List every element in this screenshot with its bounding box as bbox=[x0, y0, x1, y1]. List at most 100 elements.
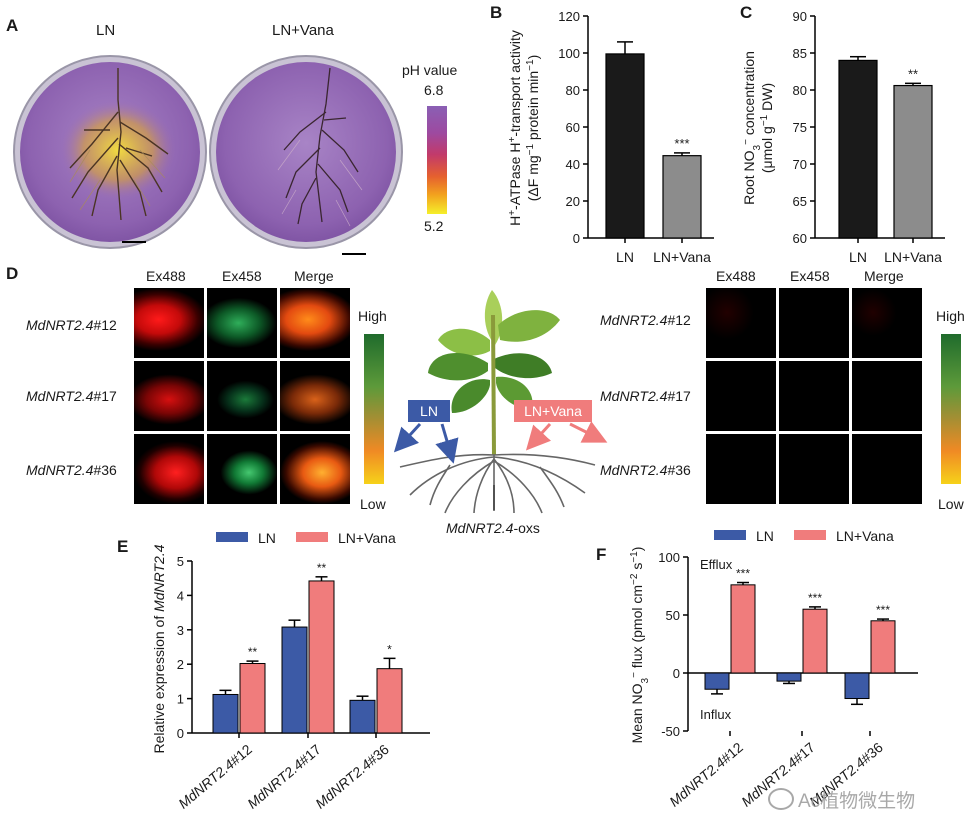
line-label-12-left: MdNRT2.4#12 bbox=[26, 317, 117, 333]
chart-f-significance: *** bbox=[736, 567, 750, 581]
chart-e-y-tick-label: 2 bbox=[177, 657, 184, 672]
micrograph-vana-12-ex488 bbox=[706, 288, 776, 358]
petri-dishes-image bbox=[13, 55, 403, 255]
chart-c-y-tick-label: 70 bbox=[793, 157, 807, 172]
scale-high-right: High bbox=[936, 308, 965, 324]
chart-e-y-tick-label: 5 bbox=[177, 554, 184, 569]
panel-d-letter: D bbox=[6, 264, 19, 283]
chart-e-x-tick-label: MdNRT2.4#36 bbox=[312, 741, 392, 812]
chart-e-x-tick-label: MdNRT2.4#17 bbox=[244, 741, 324, 812]
micrograph-vana-36-merge bbox=[852, 434, 922, 504]
micrograph-ln-12-ex458 bbox=[207, 288, 277, 358]
chart-b-y-tick-label: 40 bbox=[566, 157, 580, 172]
chart-e-significance: ** bbox=[248, 645, 258, 659]
micrograph-vana-17-merge bbox=[852, 361, 922, 431]
chart-e-y-tick-label: 0 bbox=[177, 726, 184, 741]
plant-roots bbox=[399, 453, 596, 514]
ph-colorbar-top: 6.8 bbox=[424, 82, 444, 98]
chart-c-y-tick-label: 80 bbox=[793, 83, 807, 98]
micrograph-ln-36-ex488 bbox=[134, 434, 204, 504]
chart-e-x-tick-text: MdNRT2.4#12 bbox=[175, 741, 255, 812]
chart-e-legend-swatch bbox=[296, 532, 328, 542]
chart-f-x-tick-text: MdNRT2.4#12 bbox=[666, 739, 746, 810]
chart-c-ylabel-line1: Root NO3− concentration bbox=[741, 51, 763, 205]
treatment-tag-ln: LN bbox=[408, 400, 450, 422]
chart-c-bar bbox=[838, 59, 878, 239]
chart-b-y-axis-title: H+-ATPase H+-transport activity(ΔF mg−1 … bbox=[507, 30, 542, 226]
chart-f-legend-label: LN+Vana bbox=[836, 528, 894, 544]
dish-label-ln-vana: LN+Vana bbox=[272, 22, 334, 39]
channel-header-ex488-left: Ex488 bbox=[146, 268, 186, 284]
chart-b-bar bbox=[662, 155, 702, 239]
chart-f-legend-swatch bbox=[794, 530, 826, 540]
ph-colorbar-bottom: 5.2 bbox=[424, 218, 444, 234]
chart-e-bar bbox=[281, 626, 308, 734]
chart-f-significance: *** bbox=[876, 603, 890, 617]
scale-low-left: Low bbox=[360, 496, 386, 512]
chart-c-y-tick-label: 65 bbox=[793, 194, 807, 209]
chart-e-ylabel: Relative expression of MdNRT2.4 bbox=[151, 544, 167, 753]
scale-low-right: Low bbox=[938, 496, 964, 512]
micrograph-ln-17-merge bbox=[280, 361, 350, 431]
chart-b-bar bbox=[605, 53, 645, 239]
chart-e-bar bbox=[212, 693, 239, 734]
line-label-36-left: MdNRT2.4#36 bbox=[26, 462, 117, 478]
chart-b-x-tick-label: LN bbox=[616, 249, 634, 265]
chart-f-bar bbox=[870, 620, 896, 674]
chart-b-y-tick-label: 60 bbox=[566, 120, 580, 135]
chart-f-influx-label: Influx bbox=[700, 707, 732, 722]
chart-f-bar bbox=[730, 584, 756, 674]
chart-c-bar bbox=[893, 84, 933, 239]
micrograph-vana-36-ex488 bbox=[706, 434, 776, 504]
chart-e-x-tick-label: MdNRT2.4#12 bbox=[175, 741, 255, 812]
treatment-tag-ln-vana: LN+Vana bbox=[514, 400, 592, 422]
plant-leaves bbox=[428, 290, 560, 413]
chart-f-y-tick-label: 50 bbox=[666, 608, 680, 623]
chart-b-ylabel-line1: H+-ATPase H+-transport activity bbox=[507, 30, 524, 226]
micrograph-ln-17-ex458 bbox=[207, 361, 277, 431]
wechat-icon bbox=[768, 788, 794, 810]
channel-header-merge-left: Merge bbox=[294, 268, 334, 284]
chart-b-y-tick-label: 120 bbox=[558, 9, 580, 24]
chart-e-y-axis-title: Relative expression of MdNRT2.4 bbox=[151, 544, 167, 753]
chart-f-significance: *** bbox=[808, 591, 822, 605]
chart-c-significance: ** bbox=[908, 66, 918, 81]
micrograph-ln-17-ex488 bbox=[134, 361, 204, 431]
chart-f-legend-label: LN bbox=[756, 528, 774, 544]
micrograph-ln-36-ex458 bbox=[207, 434, 277, 504]
micrograph-vana-17-ex488 bbox=[706, 361, 776, 431]
dish-label-ln: LN bbox=[96, 22, 116, 39]
chart-f-y-axis-title: Mean NO3− flux (pmol cm−2 s−1) bbox=[629, 547, 651, 744]
micrograph-vana-12-merge bbox=[852, 288, 922, 358]
micrograph-vana-12-ex458 bbox=[779, 288, 849, 358]
chart-e-bar bbox=[349, 699, 376, 734]
dish-ln-vana bbox=[209, 55, 403, 249]
micrograph-vana-36-ex458 bbox=[779, 434, 849, 504]
dish-ln bbox=[13, 55, 207, 249]
chart-c-y-tick-label: 85 bbox=[793, 46, 807, 61]
chart-b-y-tick-label: 0 bbox=[573, 231, 580, 246]
panel-f-letter: F bbox=[596, 545, 607, 564]
apple-plantlet-illustration bbox=[399, 290, 596, 514]
chart-e-bar bbox=[239, 663, 266, 734]
chart-f-bar bbox=[704, 672, 730, 690]
chart-e-y-tick-label: 1 bbox=[177, 692, 184, 707]
chart-f-legend-swatch bbox=[714, 530, 746, 540]
chart-e-legend-swatch bbox=[216, 532, 248, 542]
panel-c-letter: C bbox=[740, 3, 753, 22]
chart-f-bar bbox=[776, 672, 802, 682]
fluorescence-colorbar-right bbox=[941, 334, 961, 484]
line-label-17-right: MdNRT2.4#17 bbox=[600, 388, 691, 404]
panel-b-letter: B bbox=[490, 3, 503, 22]
micrograph-ln-12-ex488 bbox=[134, 288, 204, 358]
chart-e-legend-label: LN bbox=[258, 530, 276, 546]
chart-e-bar bbox=[376, 668, 403, 734]
chart-b-significance: *** bbox=[674, 136, 689, 151]
chart-e-significance: ** bbox=[317, 561, 327, 575]
channel-header-ex458-right: Ex458 bbox=[790, 268, 830, 284]
fluorescence-colorbar-left bbox=[364, 334, 384, 484]
panel-e-letter: E bbox=[117, 537, 129, 556]
chart-f-bar bbox=[844, 672, 870, 700]
